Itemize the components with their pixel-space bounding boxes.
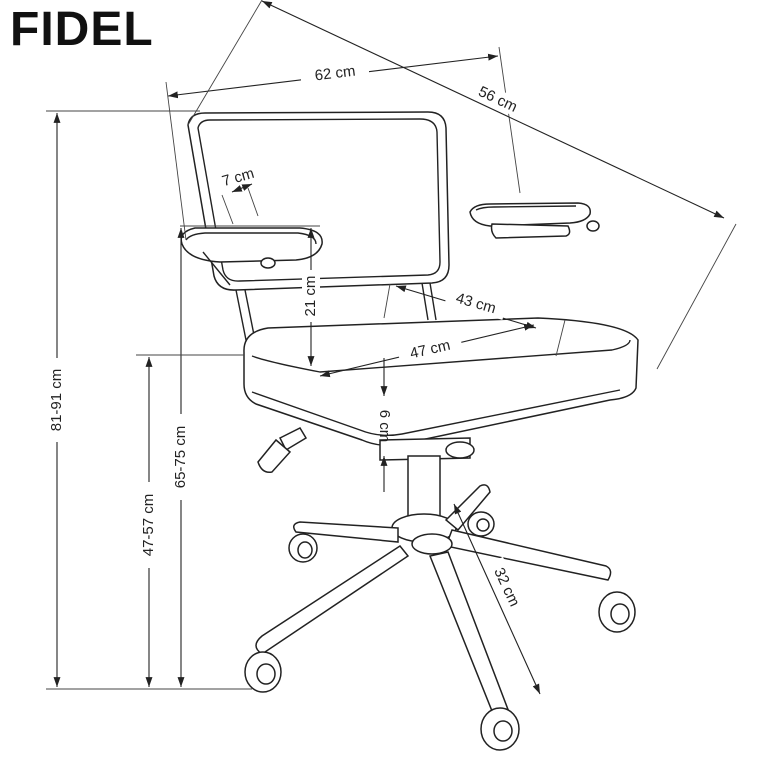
label-armrest-height: 65-75 cm: [172, 426, 189, 489]
label-armrest-above-seat: 21 cm: [302, 276, 319, 317]
right-armrest: [469, 202, 600, 239]
label-seat-depth: 43 cm: [454, 290, 498, 318]
label-seat-height: 47-57 cm: [140, 494, 157, 557]
label-total-width: 62 cm: [314, 63, 357, 85]
caster-back-right: [467, 511, 495, 537]
seat-mechanism: [257, 427, 475, 474]
caster-back-left: [288, 533, 318, 563]
chair-illustration: [180, 111, 639, 751]
gas-lift: [391, 455, 457, 543]
product-title: FIDEL: [10, 3, 154, 56]
caster-front-left: [244, 651, 282, 693]
label-seat-thickness: 6 cm: [376, 410, 393, 443]
label-total-height: 81-91 cm: [48, 369, 65, 432]
label-base-radius: 32 cm: [490, 565, 523, 609]
caster-front: [480, 707, 520, 751]
seat: [243, 317, 639, 447]
label-total-depth: 56 cm: [476, 83, 520, 116]
dimension-labels: 62 cm 56 cm 7 cm 21 cm 43 cm 47 cm 6 cm …: [48, 63, 528, 618]
caster-right: [598, 591, 636, 633]
